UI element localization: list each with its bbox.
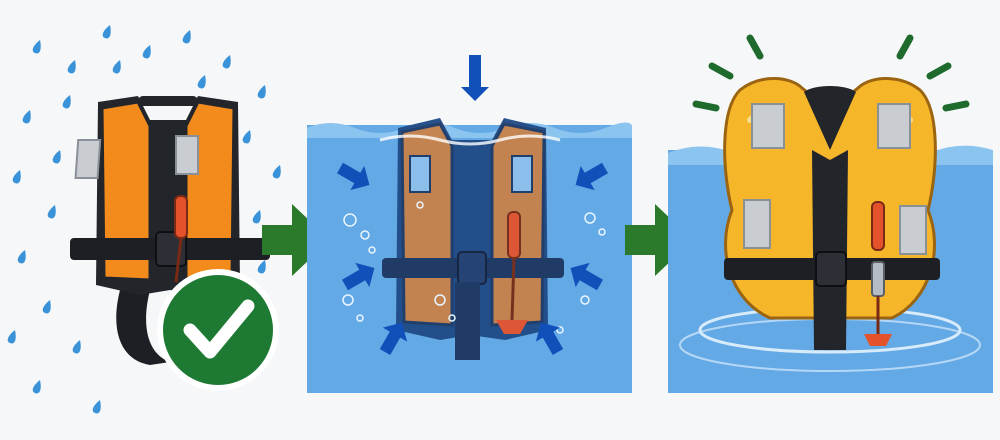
bubble-icon xyxy=(356,314,364,322)
bubble-icon xyxy=(342,294,354,306)
crotch-strap xyxy=(116,290,170,365)
rain-drop-icon xyxy=(142,45,151,59)
burst-lines-icon xyxy=(692,34,970,112)
rain-drop-icon xyxy=(72,340,81,354)
reflective-patch xyxy=(899,205,927,255)
pressure-arrow-icon xyxy=(379,322,408,355)
rain-drop-icon xyxy=(32,40,41,54)
inflated-vest xyxy=(723,77,940,350)
rain-drop-icon xyxy=(252,210,261,224)
bubble-icon xyxy=(434,294,446,306)
inflation-trigger-icon xyxy=(174,195,188,283)
deflated-vest-submerged xyxy=(382,118,564,360)
bubble-icon xyxy=(556,326,564,334)
rain-drop-icon xyxy=(67,60,76,74)
bubbles-icon xyxy=(342,201,606,334)
bubble-icon xyxy=(448,314,456,322)
pressure-arrow-icon xyxy=(575,162,608,191)
flow-arrow-icon xyxy=(625,204,693,276)
bubble-icon xyxy=(598,228,606,236)
pressure-arrow-icon xyxy=(342,262,375,291)
pressure-arrow-icon xyxy=(535,322,564,355)
rain-drop-icon xyxy=(197,75,206,89)
rain-drop-icon xyxy=(22,110,31,124)
rain-drop-icon xyxy=(272,165,281,179)
inflation-trigger-icon xyxy=(496,211,528,334)
inflation-trigger-icon xyxy=(864,201,892,346)
rain-drop-icon xyxy=(182,30,191,44)
rain-drops-icon xyxy=(7,25,281,414)
checkmark-icon xyxy=(157,269,279,391)
rain-drop-icon xyxy=(42,300,51,314)
pressure-arrow-icon xyxy=(570,262,603,291)
pressure-arrow-icon xyxy=(461,55,489,101)
rain-drop-icon xyxy=(7,330,16,344)
rain-drop-icon xyxy=(47,205,56,219)
reflective-patch xyxy=(74,139,102,179)
flow-arrow-icon xyxy=(262,204,330,276)
reflective-patch xyxy=(175,135,199,175)
reflective-patch xyxy=(743,199,771,249)
pressure-arrow-icon xyxy=(337,162,370,191)
rain-drop-icon xyxy=(222,55,231,69)
reflective-patch xyxy=(751,103,785,149)
reflective-patch xyxy=(877,103,911,149)
rain-drop-icon xyxy=(12,170,21,184)
rain-drop-icon xyxy=(242,130,251,144)
rain-drop-icon xyxy=(257,260,266,274)
rain-drop-icon xyxy=(102,25,111,39)
rain-drop-icon xyxy=(52,150,61,164)
bubble-icon xyxy=(343,213,357,227)
rain-drop-icon xyxy=(17,250,26,264)
rain-drop-icon xyxy=(32,380,41,394)
bubble-icon xyxy=(584,212,596,224)
bubble-icon xyxy=(580,295,590,305)
pressure-arrows-icon xyxy=(337,55,608,355)
panel-rain xyxy=(7,25,281,414)
rain-drop-icon xyxy=(257,85,266,99)
panel-submerged xyxy=(307,55,632,393)
rain-drop-icon xyxy=(62,95,71,109)
bubble-icon xyxy=(416,201,424,209)
deflated-vest-dry xyxy=(70,96,270,295)
rain-drop-icon xyxy=(92,400,101,414)
rain-drop-icon xyxy=(112,60,121,74)
panel-inflated xyxy=(668,34,993,393)
bubble-icon xyxy=(360,230,370,240)
bubble-icon xyxy=(368,246,376,254)
